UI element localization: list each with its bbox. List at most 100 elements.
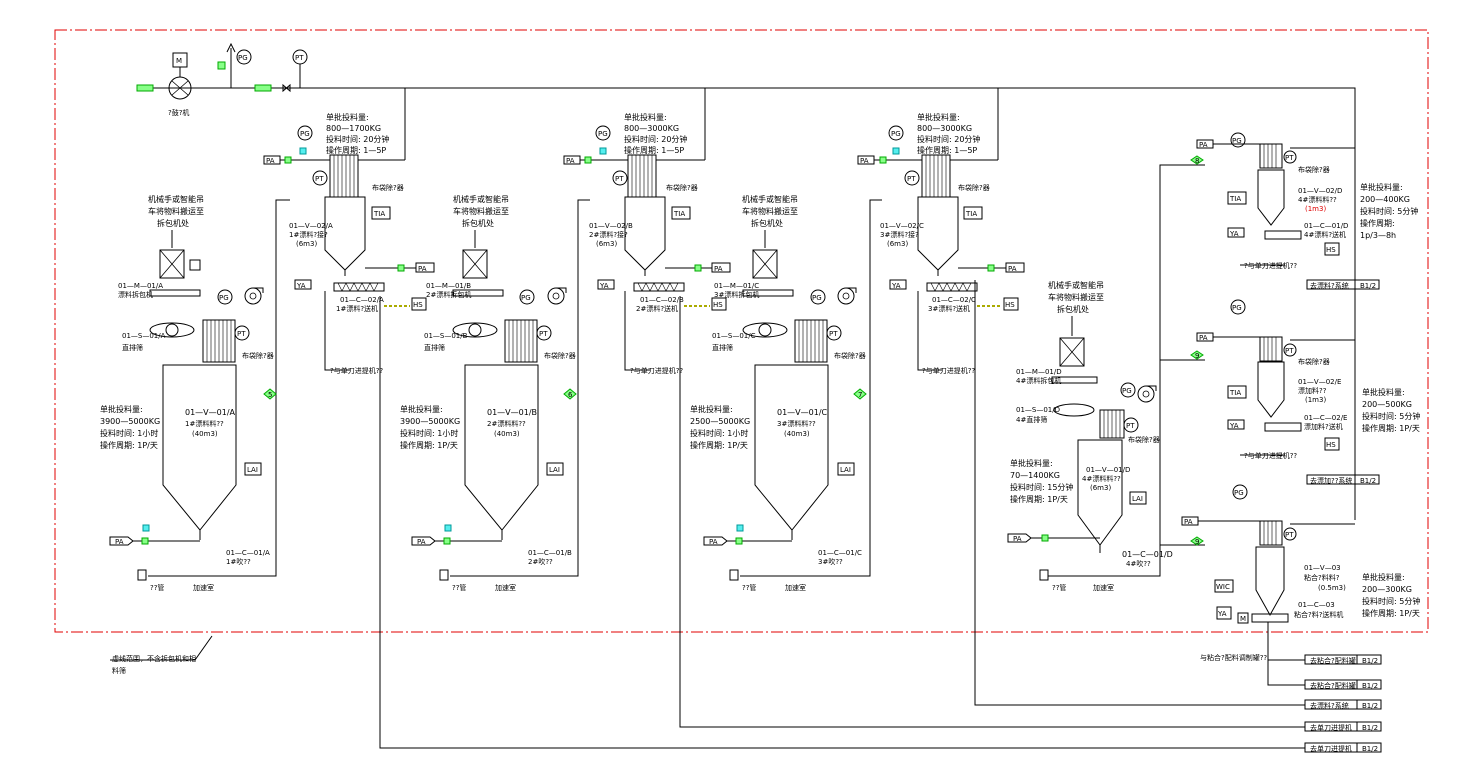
svg-text:1#吹??: 1#吹?? [226, 557, 251, 566]
svg-text:投料时间: 1小时: 投料时间: 1小时 [400, 428, 458, 438]
svg-text:B1/2: B1/2 [1360, 282, 1376, 290]
unit-c: 单批投料量: 800—3000KG 投料时间: 20分钟 操作周期: 1—5Р … [690, 112, 1025, 592]
svg-text:机械手或智能吊: 机械手或智能吊 [148, 194, 204, 204]
svg-text:3#漂料料??: 3#漂料料?? [777, 419, 816, 428]
svg-text:PT: PT [315, 175, 324, 183]
svg-text:PA: PA [1008, 265, 1017, 273]
svg-text:LAI: LAI [247, 466, 258, 474]
svg-text:01—S—01/B: 01—S—01/B [424, 332, 468, 340]
right-unit-d: PG PA PT 布袋除?器 TIA 01—V—02/D 4#漂料料?? (1m… [1190, 132, 1418, 290]
svg-text:漂料拆包机: 漂料拆包机 [118, 290, 153, 299]
svg-text:单批投料量:: 单批投料量: [690, 404, 733, 414]
svg-text:(6m3): (6m3) [596, 240, 617, 248]
svg-text:01—V—02/E: 01—V—02/E [1298, 378, 1341, 386]
svg-text:(40m3): (40m3) [192, 430, 218, 438]
receiver-vessel [324, 196, 366, 276]
svg-text:布袋除?器: 布袋除?器 [834, 351, 866, 360]
svg-text:PA: PA [709, 538, 718, 546]
scope-note: 虚线范围，不含拆包机和相 [112, 654, 196, 663]
svg-text:2#漂料料??: 2#漂料料?? [487, 419, 526, 428]
diamond-marker [853, 388, 867, 400]
svg-text:3900—5000KG: 3900—5000KG [100, 417, 160, 426]
svg-text:PG: PG [1122, 387, 1132, 395]
svg-text:布袋除?器: 布袋除?器 [666, 183, 698, 192]
svg-text:TIA: TIA [673, 210, 685, 218]
svg-text:01—V—01/C: 01—V—01/C [777, 408, 828, 417]
svg-text:车将物料搬运至: 车将物料搬运至 [742, 206, 798, 216]
svg-text:01—V—02/C: 01—V—02/C [880, 222, 924, 230]
svg-text:01—C—02/E: 01—C—02/E [1304, 414, 1347, 422]
blower-label: ?鼓?机 [168, 108, 189, 117]
svg-text:PT: PT [237, 330, 246, 338]
svg-text:布袋除?器: 布袋除?器 [1128, 435, 1160, 444]
svg-text:PA: PA [1199, 141, 1208, 149]
svg-text:布袋除?器: 布袋除?器 [372, 183, 404, 192]
svg-text:HS: HS [713, 301, 723, 309]
svg-text:PA: PA [1199, 334, 1208, 342]
svg-text:800—1700KG: 800—1700KG [326, 124, 381, 133]
svg-text:4#漂料拆包机: 4#漂料拆包机 [1016, 376, 1061, 385]
svg-text:操作周期: 1—5Р: 操作周期: 1—5Р [917, 145, 977, 155]
svg-text:与粘合?配料调制罐??: 与粘合?配料调制罐?? [1200, 653, 1267, 662]
svg-text:单批投料量:: 单批投料量: [400, 404, 443, 414]
svg-text:加速室: 加速室 [785, 583, 806, 592]
svg-text:(0.5m3): (0.5m3) [1318, 584, 1346, 592]
svg-text:B1/2: B1/2 [1362, 682, 1378, 690]
svg-text:(6m3): (6m3) [296, 240, 317, 248]
svg-text:布袋除?器: 布袋除?器 [958, 183, 990, 192]
svg-text:(1m3): (1m3) [1305, 205, 1326, 213]
svg-text:200—400KG: 200—400KG [1360, 195, 1410, 204]
svg-text:70—1400KG: 70—1400KG [1010, 471, 1060, 480]
svg-text:PT: PT [295, 54, 304, 62]
svg-text:单批投料量:: 单批投料量: [1010, 458, 1053, 468]
unpacker [1059, 337, 1085, 367]
svg-text:PA: PA [417, 538, 426, 546]
svg-text:PT: PT [829, 330, 838, 338]
svg-text:去单刀进提机: 去单刀进提机 [1310, 744, 1352, 753]
svg-text:投料时间: 20分钟: 投料时间: 20分钟 [326, 134, 389, 144]
svg-text:直排筛: 直排筛 [424, 343, 445, 352]
svg-text:5: 5 [268, 391, 272, 399]
svg-text:01—C—02/B: 01—C—02/B [640, 296, 684, 304]
svg-text:B1/2: B1/2 [1362, 702, 1378, 710]
svg-text:机械手或智能吊: 机械手或智能吊 [742, 194, 798, 204]
svg-text:3#吹??: 3#吹?? [818, 557, 843, 566]
svg-text:6: 6 [568, 391, 573, 399]
svg-text:01—C—01/D: 01—C—01/D [1122, 550, 1173, 559]
svg-text:拆包机处: 拆包机处 [462, 218, 494, 228]
unpacker [752, 249, 778, 279]
svg-text:3#漂料拆包机: 3#漂料拆包机 [714, 290, 759, 299]
svg-text:PA: PA [266, 157, 275, 165]
svg-text:去漂料?系统: 去漂料?系统 [1310, 701, 1349, 710]
svg-text:机械手或智能吊: 机械手或智能吊 [453, 194, 509, 204]
sieve [742, 322, 788, 338]
svg-text:PT: PT [907, 175, 916, 183]
svg-text:投料时间: 20分钟: 投料时间: 20分钟 [917, 134, 980, 144]
svg-text:YA: YA [1229, 230, 1239, 238]
svg-text:PT: PT [1126, 422, 1135, 430]
svg-text:3900—5000KG: 3900—5000KG [400, 417, 460, 426]
svg-text:TIA: TIA [1229, 195, 1241, 203]
screw-conveyor [926, 282, 978, 292]
svg-text:01—V—01/A: 01—V—01/A [185, 408, 236, 417]
unit-d: 机械手或智能吊 车将物料搬运至 拆包机处 01—M—01/D 4#漂料拆包机 0… [1007, 164, 1205, 592]
svg-text:布袋除?器: 布袋除?器 [242, 351, 274, 360]
main-header-pipe [140, 87, 1356, 280]
svg-text:料筛: 料筛 [112, 666, 126, 675]
svg-text:布袋除?器: 布袋除?器 [1298, 357, 1330, 366]
svg-text:拆包机处: 拆包机处 [751, 218, 783, 228]
svg-text:拆包机处: 拆包机处 [157, 218, 189, 228]
svg-text:(1m3): (1m3) [1305, 396, 1326, 404]
svg-text:投料时间: 1小时: 投料时间: 1小时 [690, 428, 748, 438]
svg-text:01—S—01/C: 01—S—01/C [712, 332, 756, 340]
svg-text:??管: ??管 [150, 583, 164, 592]
svg-text:01—S—01/A: 01—S—01/A [122, 332, 166, 340]
svg-text:?与单刀进提机??: ?与单刀进提机?? [330, 366, 383, 375]
svg-text:WIC: WIC [1216, 583, 1230, 591]
svg-text:4#漂料料??: 4#漂料料?? [1082, 474, 1121, 483]
svg-text:操作周期: 1—5Р: 操作周期: 1—5Р [624, 145, 684, 155]
svg-text:车将物料搬运至: 车将物料搬运至 [453, 206, 509, 216]
pg-gauge [297, 125, 313, 141]
svg-text:01—V—02/D: 01—V—02/D [1298, 187, 1342, 195]
